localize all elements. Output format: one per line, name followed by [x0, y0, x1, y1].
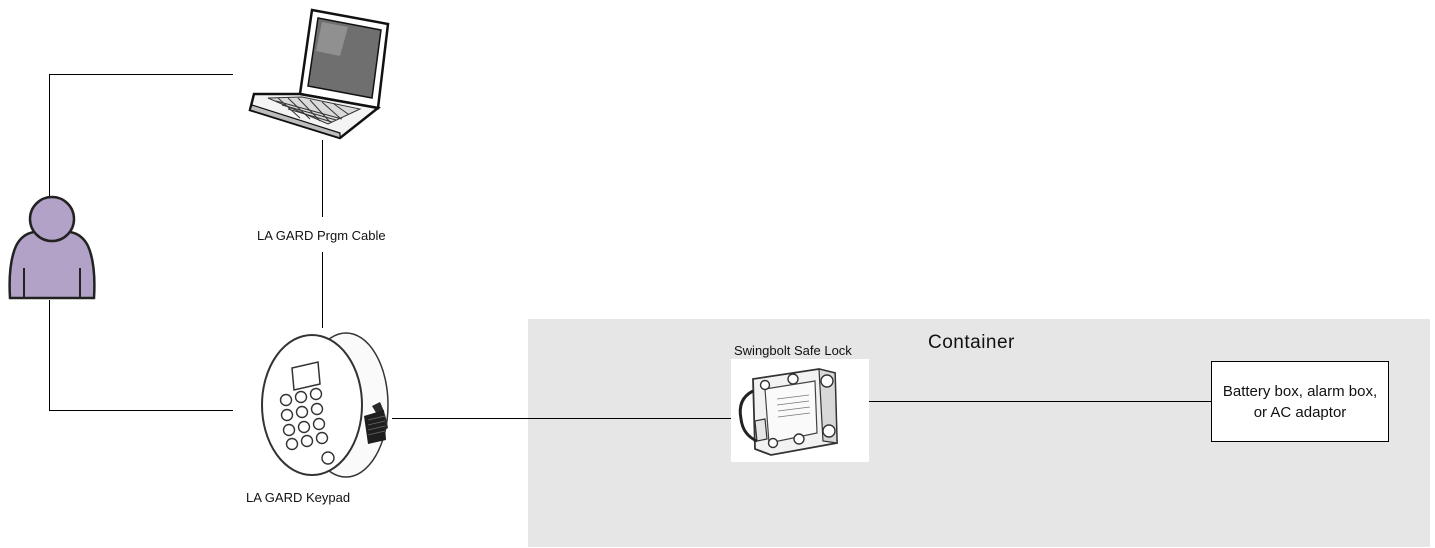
- connector-laptop-cable-top: [322, 140, 323, 217]
- lock-label: Swingbolt Safe Lock: [734, 343, 852, 358]
- connector-cable-keypad: [322, 252, 323, 328]
- keypad-icon: [256, 328, 396, 482]
- power-source-box: Battery box, alarm box, or AC adaptor: [1211, 361, 1389, 442]
- safe-lock-icon: [731, 359, 869, 462]
- connector-lock-power: [869, 401, 1211, 402]
- connector-person-top: [49, 74, 50, 196]
- connector-keypad-lock: [392, 418, 732, 419]
- laptop-icon: [248, 6, 394, 140]
- container-title: Container: [928, 332, 1015, 353]
- keypad-label: LA GARD Keypad: [246, 490, 351, 505]
- connector-person-bottom: [49, 300, 50, 411]
- connector-person-laptop: [49, 74, 233, 75]
- person-icon: [6, 194, 98, 304]
- cable-label: LA GARD Prgm Cable: [257, 228, 386, 243]
- connector-person-keypad: [49, 410, 233, 411]
- power-source-label: Battery box, alarm box, or AC adaptor: [1222, 382, 1378, 421]
